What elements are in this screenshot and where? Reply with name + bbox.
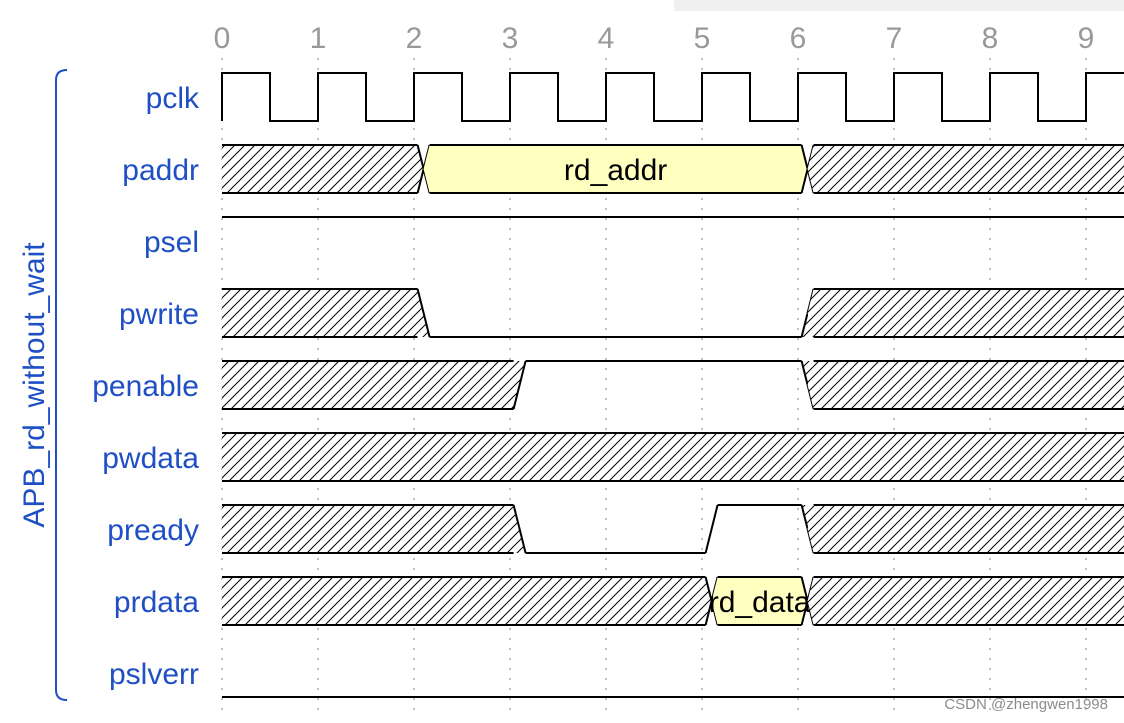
top-strip [674, 0, 1124, 11]
signal-label-pwrite: pwrite [119, 298, 199, 331]
tick-label-3: 3 [502, 22, 519, 55]
unknown-region [222, 433, 1124, 481]
transition-edge [512, 360, 527, 410]
signal-label-pwdata: pwdata [102, 442, 199, 475]
wave-pwrite [222, 288, 1124, 338]
wave-pready [222, 504, 1124, 554]
time-axis: 0 1 2 3 4 5 6 7 8 9 [214, 22, 1095, 55]
tick-label-8: 8 [982, 22, 999, 55]
tick-label-2: 2 [406, 22, 423, 55]
tick-label-7: 7 [886, 22, 903, 55]
unknown-region [807, 289, 1124, 337]
transition-edge [512, 504, 527, 554]
signal-label-pready: pready [107, 514, 199, 547]
unknown-region [222, 577, 712, 625]
unknown-region [807, 361, 1124, 409]
signal-label-prdata: prdata [114, 586, 199, 619]
wave-prdata: rd_data [222, 576, 1124, 626]
signal-label-psel: psel [144, 226, 199, 259]
unknown-region [222, 289, 424, 337]
unknown-region [222, 505, 520, 553]
signal-label-penable: penable [92, 370, 199, 403]
tick-label-4: 4 [598, 22, 615, 55]
waveforms: rd_addr rd_data [221, 72, 1124, 698]
bus-value-rd_addr: rd_addr [564, 154, 667, 187]
watermark: CSDN @zhengwen1998 [944, 696, 1108, 713]
transition-edge [704, 504, 719, 554]
wave-penable [222, 360, 1124, 410]
tick-label-6: 6 [790, 22, 807, 55]
unknown-region [807, 145, 1124, 193]
group-label: APB_rd_without_wait [18, 242, 51, 528]
signal-label-pslverr: pslverr [109, 658, 199, 691]
signal-label-paddr: paddr [122, 154, 199, 187]
unknown-region [222, 361, 520, 409]
group-brace [55, 69, 68, 701]
unknown-region [807, 577, 1124, 625]
signal-label-pclk: pclk [146, 82, 200, 115]
tick-label-9: 9 [1078, 22, 1095, 55]
signal-labels: pclk paddr psel pwrite penable pwdata pready pr… [92, 82, 200, 691]
unknown-region [222, 145, 424, 193]
transition-edge [416, 288, 431, 338]
wave-paddr: rd_addr [222, 144, 1124, 194]
bus-value-region [711, 577, 808, 625]
tick-label-1: 1 [310, 22, 327, 55]
bus-value-region [423, 145, 808, 193]
wave-pwdata [222, 432, 1124, 482]
wave-pclk [221, 72, 1124, 122]
tick-label-0: 0 [214, 22, 231, 55]
tick-label-5: 5 [694, 22, 711, 55]
unknown-region [807, 505, 1124, 553]
bus-value-rd_data: rd_data [709, 586, 811, 619]
clock-trace [221, 72, 1124, 122]
